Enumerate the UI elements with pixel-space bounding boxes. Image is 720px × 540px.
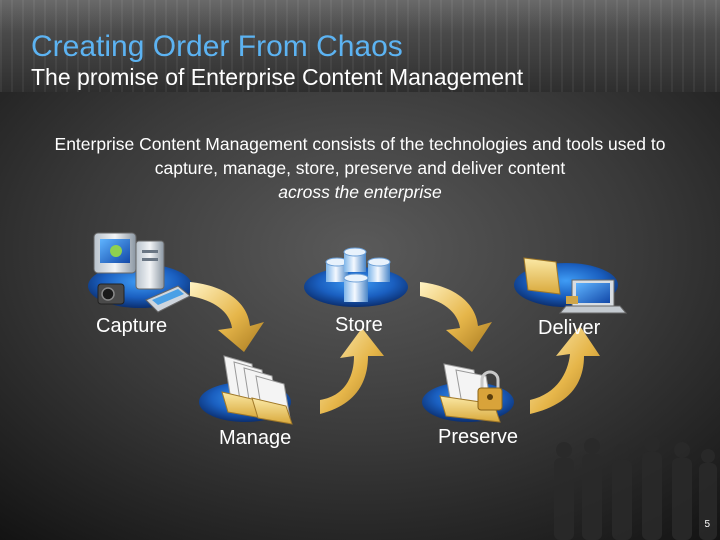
database-cylinders-icon bbox=[325, 247, 391, 302]
store-icon-group bbox=[304, 247, 408, 307]
description: Enterprise Content Management consists o… bbox=[50, 132, 670, 204]
deliver-icon-group bbox=[514, 257, 628, 314]
title-band bbox=[0, 0, 720, 92]
arrow-manage-to-store bbox=[320, 328, 384, 414]
description-main: Enterprise Content Management consists o… bbox=[54, 134, 666, 178]
description-emphasis: across the enterprise bbox=[278, 182, 442, 202]
title-band-stripes bbox=[0, 0, 720, 92]
slide-subtitle: The promise of Enterprise Content Manage… bbox=[31, 64, 524, 90]
arrow-preserve-to-deliver bbox=[530, 326, 600, 414]
locked-folder-icon bbox=[439, 363, 503, 423]
step-label-deliver: Deliver bbox=[538, 317, 601, 339]
people-silhouettes bbox=[554, 436, 717, 540]
step-label-capture: Capture bbox=[96, 315, 168, 337]
computer-scanner-camera-icon bbox=[93, 232, 191, 313]
step-label-preserve: Preserve bbox=[438, 426, 519, 448]
arrow-store-to-preserve bbox=[420, 282, 492, 352]
manage-icon-group bbox=[199, 355, 293, 425]
slide-title: Creating Order From Chaos bbox=[31, 30, 403, 63]
step-label-store: Store bbox=[335, 314, 383, 336]
preserve-icon-group bbox=[422, 363, 514, 423]
document-folders-icon bbox=[221, 355, 293, 425]
step-label-manage: Manage bbox=[219, 427, 292, 449]
arrow-capture-to-manage bbox=[190, 282, 264, 352]
capture-icon-group bbox=[88, 232, 192, 313]
folder-laptop-icon bbox=[523, 257, 628, 314]
page-number: 5 bbox=[704, 519, 710, 530]
